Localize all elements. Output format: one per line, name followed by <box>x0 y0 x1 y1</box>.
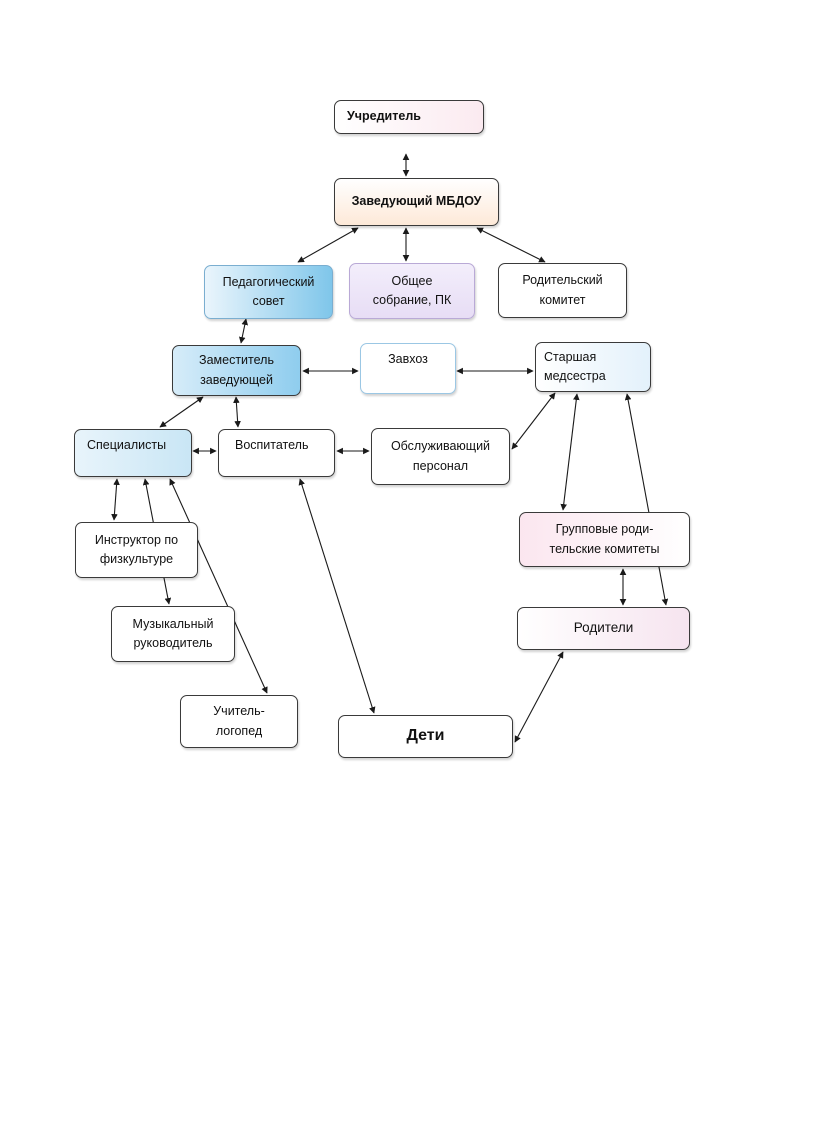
node-speech-therapist-label: Учитель- логопед <box>213 704 265 738</box>
node-parent-committee: Родительский комитет <box>498 263 627 318</box>
node-head-nurse: Старшая медсестра <box>535 342 651 392</box>
node-specialists-label: Специалисты <box>87 438 167 452</box>
node-music-director: Музыкальный руководитель <box>111 606 235 662</box>
connector-deputy-specialists <box>159 396 204 428</box>
node-head: Заведующий МБДОУ <box>334 178 499 226</box>
node-deputy: Заместитель заведующей <box>172 345 301 396</box>
node-parents: Родители <box>517 607 690 650</box>
node-music-director-label: Музыкальный руководитель <box>132 616 214 650</box>
connector-nurse-parents <box>624 393 669 606</box>
connector-parents-children <box>514 651 564 743</box>
node-deputy-label: Заместитель заведующей <box>199 353 274 387</box>
connector-educator-children <box>298 478 376 714</box>
connector-nurse-group <box>560 393 580 511</box>
connector-head-parentcom <box>476 227 546 263</box>
node-zavhoz-label: Завхоз <box>388 352 428 366</box>
node-specialists: Специалисты <box>74 429 192 477</box>
connector-ped-deputy <box>238 318 249 344</box>
node-parent-committee-label: Родительский комитет <box>522 273 603 307</box>
connector-nurse-service <box>511 392 556 450</box>
node-service-staff: Обслуживающий персонал <box>371 428 510 485</box>
node-head-nurse-label: Старшая медсестра <box>544 349 606 383</box>
node-educator: Воспитатель <box>218 429 335 477</box>
node-general-meeting: Общее собрание, ПК <box>349 263 475 319</box>
node-head-label: Заведующий МБДОУ <box>351 194 482 209</box>
node-speech-therapist: Учитель- логопед <box>180 695 298 748</box>
node-pe-instructor: Инструктор по физкультуре <box>75 522 198 578</box>
node-service-staff-label: Обслуживающий персонал <box>390 439 491 473</box>
node-parents-label: Родители <box>573 620 634 636</box>
node-pedagogical-council: Педагогический совет <box>204 265 333 319</box>
connector-deputy-educator <box>233 396 241 428</box>
node-founder-label: Учредитель <box>347 109 421 124</box>
node-general-meeting-label: Общее собрание, ПК <box>372 273 452 307</box>
node-group-committees: Групповые роди- тельские комитеты <box>519 512 690 567</box>
node-pe-instructor-label: Инструктор по физкультуре <box>94 532 179 566</box>
node-children: Дети <box>338 715 513 758</box>
connector-specialists-logoped <box>169 478 268 694</box>
node-group-committees-label: Групповые роди- тельские комитеты <box>549 522 660 556</box>
node-children-label: Дети <box>406 727 445 745</box>
node-founder: Учредитель <box>334 100 484 134</box>
connector-specialists-pe <box>111 478 120 521</box>
node-educator-label: Воспитатель <box>235 438 309 452</box>
connector-head-ped <box>297 227 359 263</box>
node-zavhoz: Завхоз <box>360 343 456 394</box>
node-pedagogical-council-label: Педагогический совет <box>222 274 315 308</box>
